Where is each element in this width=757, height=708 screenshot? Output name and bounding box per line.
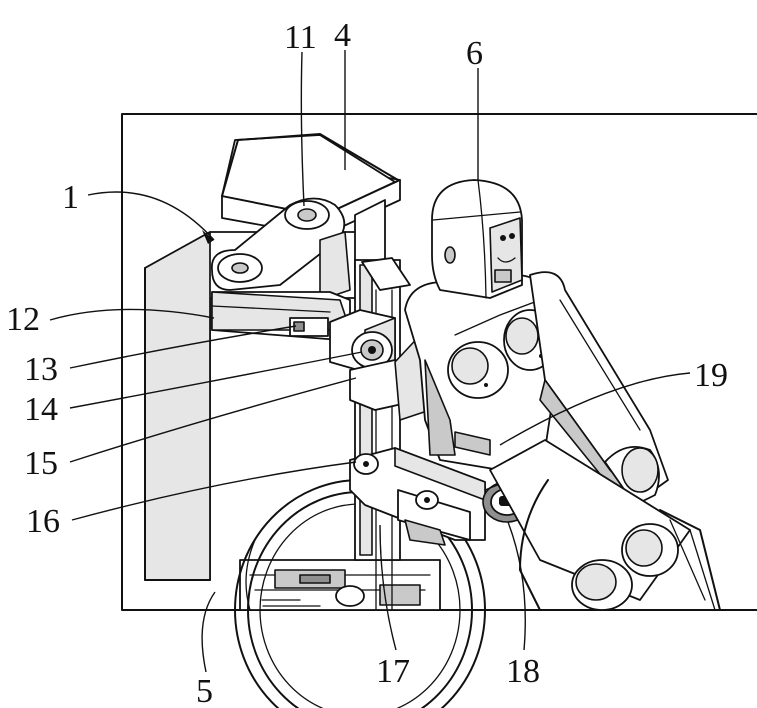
joint-block (329, 309, 396, 373)
label-12: 12 (6, 301, 40, 338)
dummy-head (431, 179, 523, 299)
label-19: 19 (694, 357, 728, 394)
label-1: 1 (62, 179, 79, 216)
label-4: 4 (334, 17, 351, 54)
label-15: 15 (24, 445, 58, 482)
arm-link-upper (211, 197, 351, 301)
wheelchair-base (239, 559, 441, 611)
label-5: 5 (196, 673, 213, 708)
dummy-arm (529, 271, 669, 506)
label-17: 17 (376, 653, 410, 690)
bracket (289, 317, 329, 337)
label-14: 14 (24, 391, 58, 428)
dummy-legs (489, 439, 721, 611)
label-11: 11 (284, 19, 317, 56)
label-16: 16 (26, 503, 60, 540)
label-6: 6 (466, 35, 483, 72)
reference-numerals: 1 11 4 6 12 13 14 15 16 19 5 17 18 (6, 17, 728, 708)
label-13: 13 (24, 351, 58, 388)
leader-lines (49, 50, 691, 673)
label-18: 18 (506, 653, 540, 690)
